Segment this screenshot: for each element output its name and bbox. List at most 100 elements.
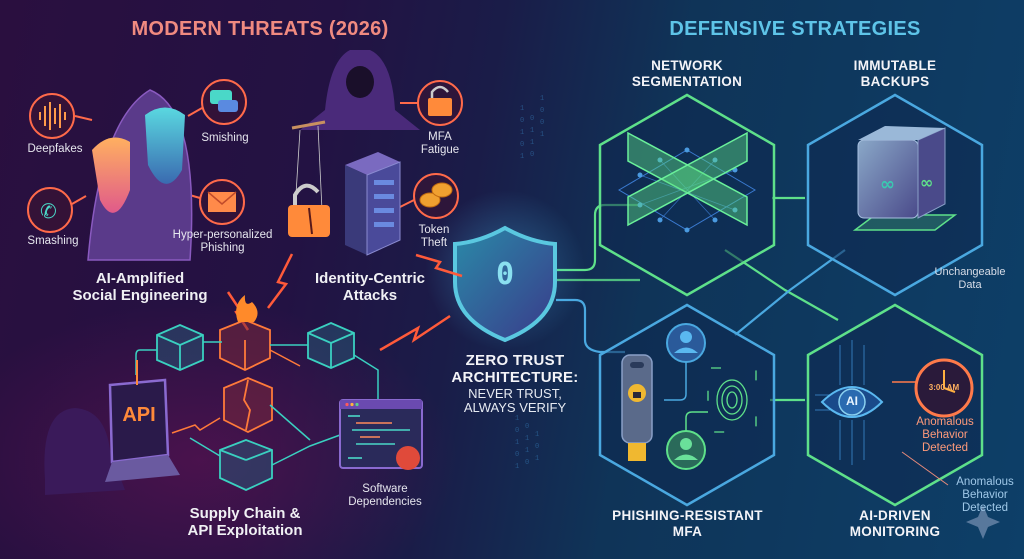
- clock-time: 3:00 AM: [928, 383, 960, 392]
- label-token-line1: Token: [418, 224, 450, 236]
- label-deps-line1: Software: [362, 483, 408, 495]
- svg-text:1: 1: [530, 127, 534, 135]
- monitoring-line2: MONITORING: [849, 523, 941, 539]
- note-line2: Behavior: [962, 489, 1008, 502]
- mfa-line2: MFA: [672, 523, 703, 539]
- svg-text:1: 1: [535, 431, 539, 439]
- svg-text:1: 1: [535, 455, 539, 463]
- hex-network-segmentation: [598, 93, 776, 297]
- heading-supply-line1: Supply Chain &: [189, 505, 301, 522]
- svg-text:0: 0: [535, 443, 539, 451]
- alert-line1: Anomalous: [916, 416, 974, 428]
- clock-icon: [892, 358, 974, 418]
- label-deps-line2: Dependencies: [348, 496, 422, 509]
- label-phishing: Hyper-personalized Phishing: [165, 229, 280, 255]
- label-mfa-line2: Fatigue: [420, 144, 460, 157]
- svg-text:1: 1: [520, 105, 524, 113]
- svg-text:0: 0: [515, 427, 519, 435]
- svg-text:0: 0: [540, 107, 544, 115]
- backups-line2: BACKUPS: [860, 73, 930, 89]
- defense-title: DEFENSIVE STRATEGIES: [669, 18, 921, 40]
- heading-immutable-backups: IMMUTABLE BACKUPS: [830, 58, 960, 89]
- label-software-dependencies: Software Dependencies: [335, 483, 435, 509]
- label-unchangeable-data: Unchangeable Data: [925, 266, 1015, 291]
- infinity-icon: ∞: [880, 174, 895, 195]
- ai-eye-label: AI: [846, 394, 858, 408]
- lightning-icon: [379, 314, 451, 352]
- note-anomalous-behavior: Anomalous Behavior Detected: [945, 476, 1024, 516]
- heading-social-line2: Social Engineering: [72, 287, 208, 305]
- svg-text:1: 1: [530, 139, 534, 147]
- api-screen-label: API: [122, 404, 156, 426]
- svg-text:1: 1: [540, 131, 544, 139]
- label-mfa-line1: MFA: [428, 131, 452, 143]
- zero-trust-line1: ZERO TRUST: [465, 352, 565, 369]
- network-firewall-icon: [618, 131, 756, 233]
- heading-phishing-resistant-mfa: PHISHING-RESISTANT MFA: [600, 508, 775, 539]
- ai-masks-icon: [87, 89, 193, 261]
- svg-text:0: 0: [515, 451, 519, 459]
- lightning-icon: [267, 253, 294, 309]
- vault-icon: ∞ ∞: [852, 126, 958, 231]
- label-phishing-line2: Phishing: [200, 242, 245, 255]
- sparkle-icon: [966, 505, 1000, 539]
- unchangeable-line1: Unchangeable: [934, 266, 1006, 278]
- label-smishing: Smishing: [201, 132, 249, 144]
- heading-identity-attacks: Identity-Centric Attacks: [300, 270, 440, 305]
- threats-title: MODERN THREATS (2026): [131, 18, 389, 40]
- alert-line3: Detected: [921, 442, 969, 455]
- backups-line1: IMMUTABLE: [853, 58, 937, 73]
- svg-text:1: 1: [520, 153, 524, 161]
- svg-text:1: 1: [520, 129, 524, 137]
- broken-cube-icon: [219, 439, 273, 491]
- phone-icon: ✆: [40, 199, 57, 223]
- heading-ai-driven-monitoring: AI-DRIVEN MONITORING: [830, 508, 960, 539]
- svg-text:0: 0: [525, 459, 529, 467]
- svg-text:1: 1: [515, 439, 519, 447]
- security-key-icon: [621, 354, 653, 461]
- label-deepfakes: Deepfakes: [27, 143, 83, 155]
- zero-trust-line2: ARCHITECTURE:: [451, 369, 579, 387]
- coins-icon: [419, 182, 453, 208]
- unchangeable-line2: Data: [958, 278, 982, 291]
- fingerprint-icon: [707, 367, 757, 433]
- server-rack-icon: [345, 152, 401, 256]
- svg-text:1: 1: [525, 447, 529, 455]
- monitoring-line1: AI-DRIVEN: [859, 508, 931, 523]
- alert-line2: Behavior: [922, 429, 968, 442]
- svg-text:0: 0: [530, 115, 534, 123]
- svg-text:0: 0: [520, 141, 524, 149]
- svg-text:1: 1: [525, 435, 529, 443]
- label-token-line2: Theft: [420, 237, 448, 250]
- infinity-icon: ∞: [920, 173, 933, 192]
- label-token-theft: Token Theft: [404, 224, 464, 250]
- zero-trust-line3: NEVER TRUST,: [468, 385, 562, 401]
- svg-text:0: 0: [520, 117, 524, 125]
- svg-text:1: 1: [515, 463, 519, 471]
- chat-bubbles-icon: [210, 90, 238, 112]
- waveform-icon: [39, 102, 66, 130]
- zero-trust-line4: ALWAYS VERIFY: [463, 400, 567, 416]
- broken-padlock-icon: [288, 183, 330, 237]
- broken-lock-icon: [428, 85, 452, 116]
- ai-eye-icon: [815, 340, 884, 465]
- burning-cube-icon: [219, 319, 271, 371]
- zero-trust-shield-icon: [453, 225, 557, 343]
- svg-text:0: 0: [525, 423, 529, 431]
- mfa-line1: PHISHING-RESISTANT: [612, 508, 763, 523]
- seg-line2: SEGMENTATION: [631, 73, 743, 89]
- code-window-icon: [339, 399, 423, 470]
- heading-supply-chain: Supply Chain & API Exploitation: [170, 505, 320, 540]
- smashing-circle: [27, 187, 73, 233]
- heading-social-engineering: AI-Amplified Social Engineering: [50, 270, 230, 305]
- cracked-cube-icon: [223, 377, 273, 434]
- shield-glyph: 0: [495, 257, 515, 292]
- fire-icon: [236, 295, 258, 322]
- svg-text:0: 0: [540, 119, 544, 127]
- note-line1: Anomalous: [956, 476, 1014, 488]
- zero-trust-label: ZERO TRUST ARCHITECTURE: NEVER TRUST, AL…: [440, 352, 590, 416]
- svg-text:1: 1: [515, 415, 519, 423]
- lightning-icon: [415, 253, 463, 278]
- svg-text:0: 0: [530, 151, 534, 159]
